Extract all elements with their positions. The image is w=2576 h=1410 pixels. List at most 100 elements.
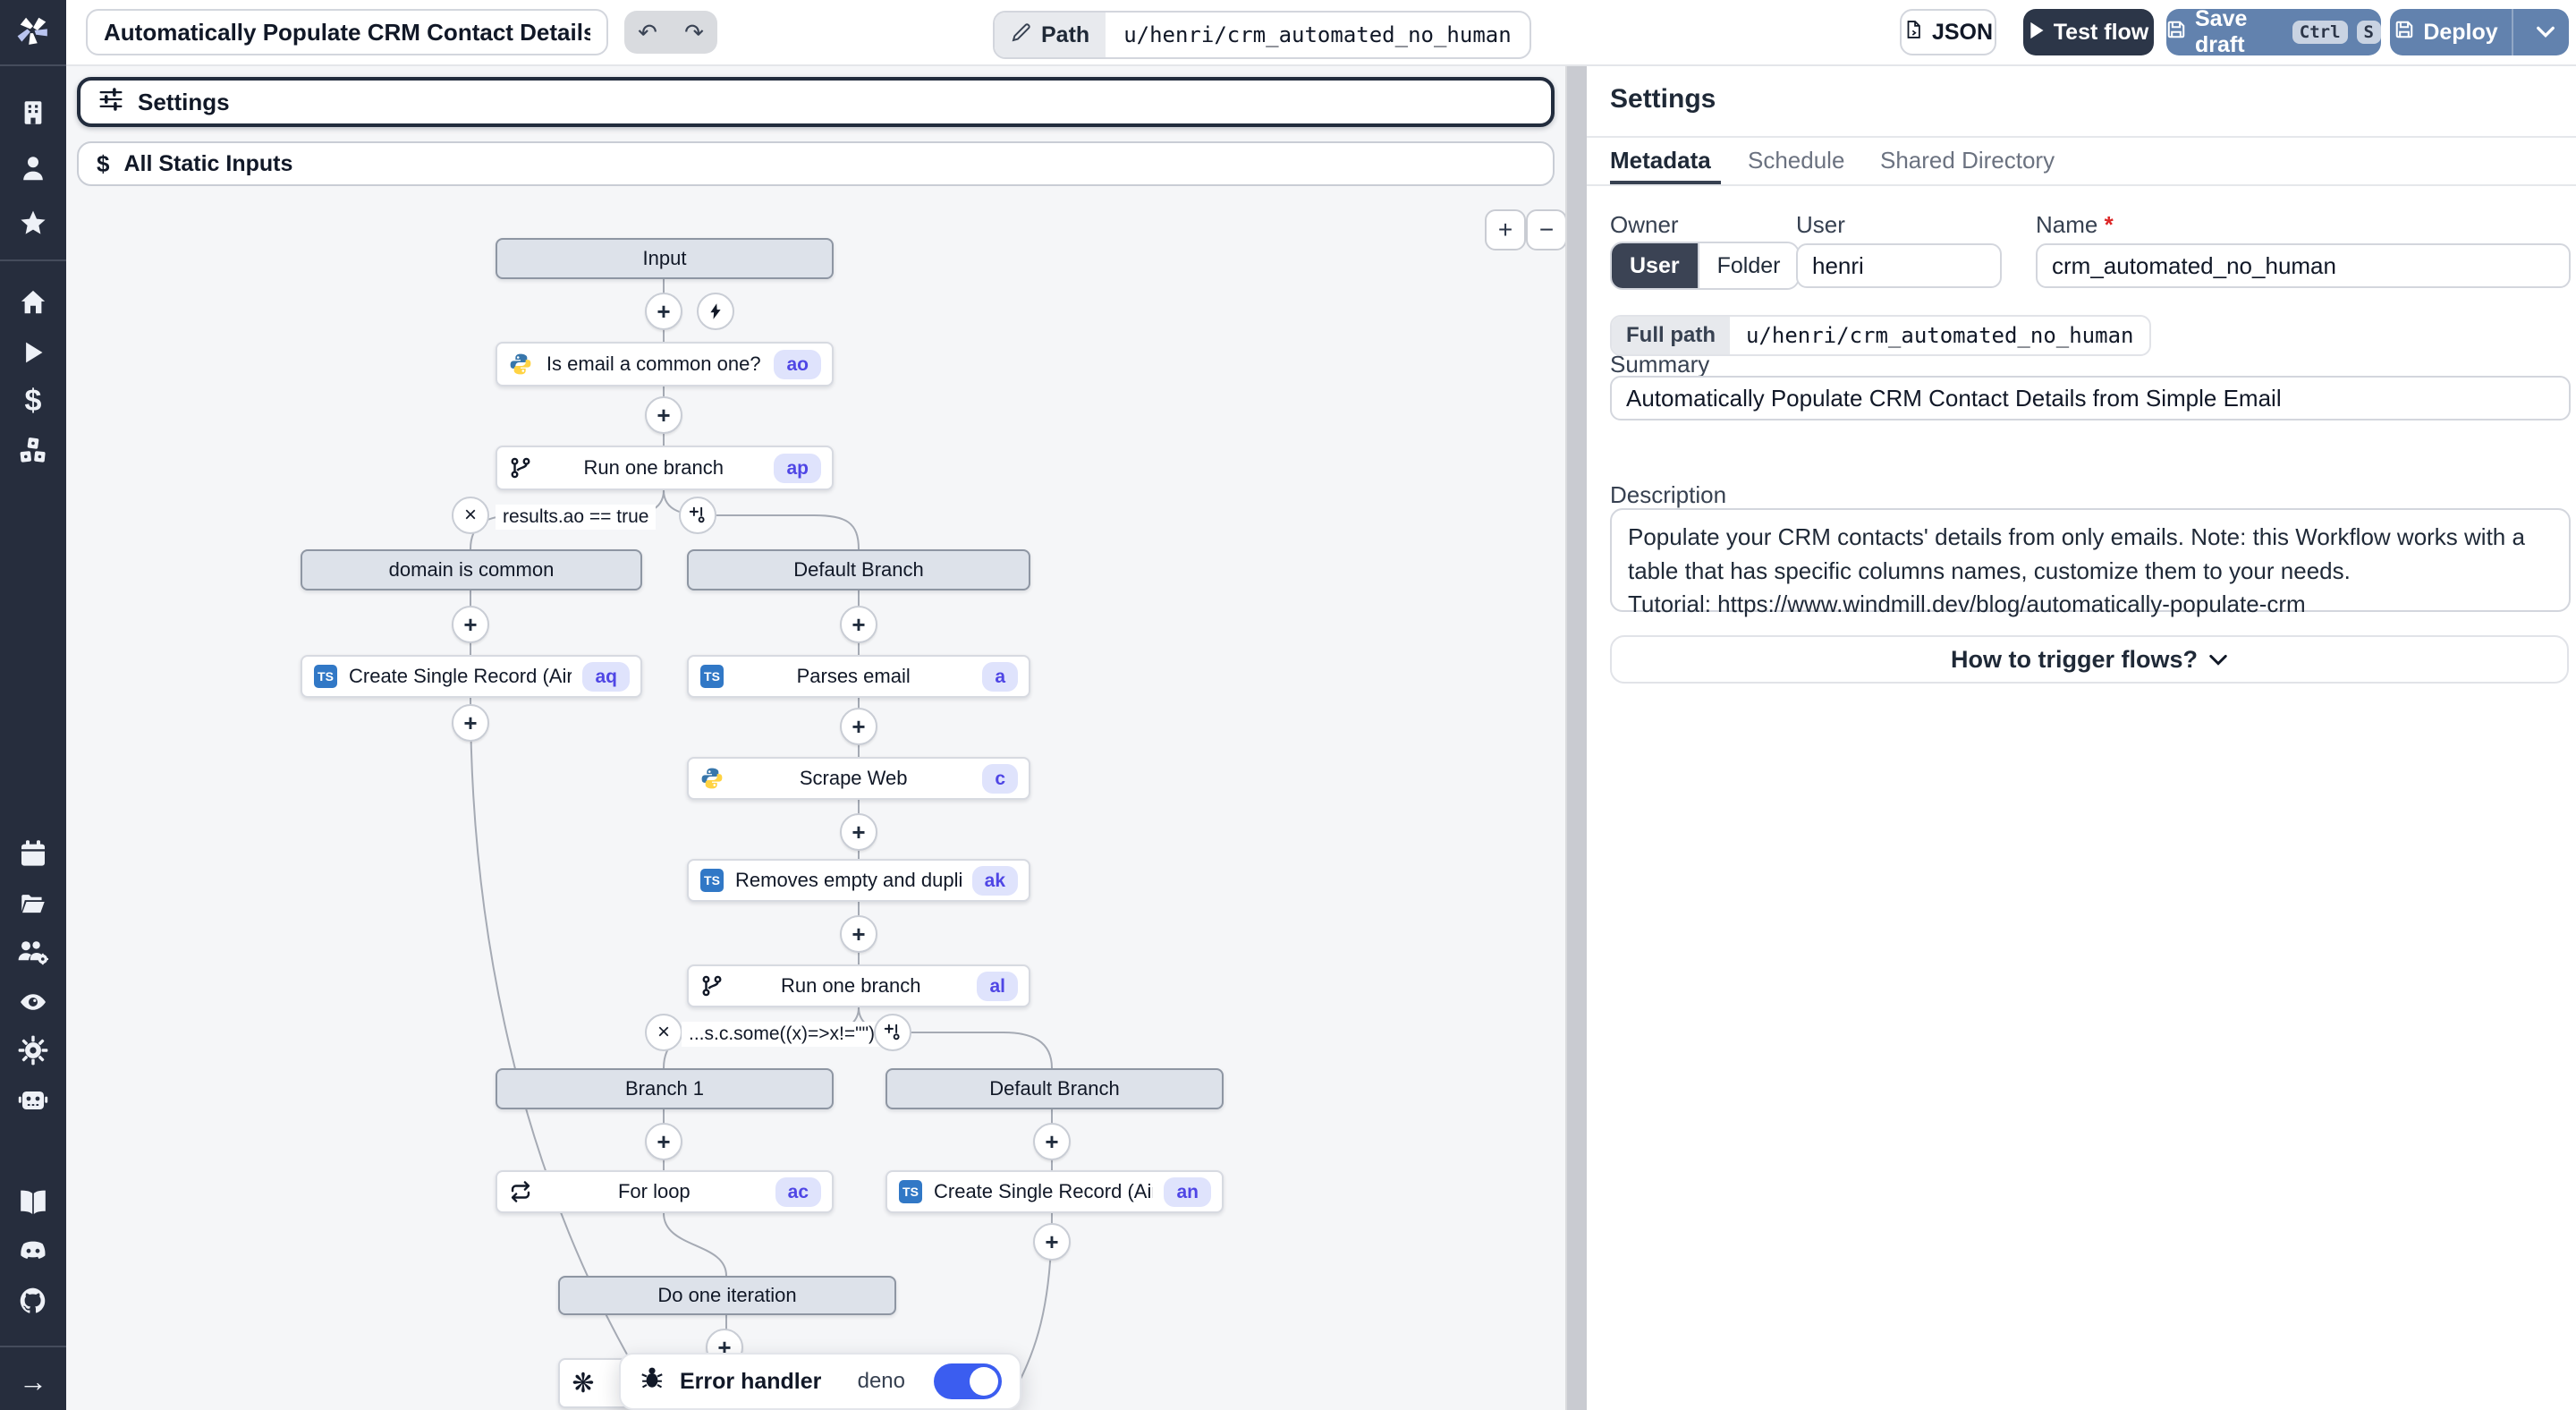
zoom-in-button[interactable]: + (1485, 209, 1526, 251)
path-label: Path (1041, 21, 1090, 47)
pencil-icon (1011, 21, 1032, 49)
flow-node-create-record-right[interactable]: TS Create Single Record (Airtable) an (886, 1170, 1224, 1213)
tab-shared-directory[interactable]: Shared Directory (1880, 147, 2055, 174)
node-id-badge: ac (775, 1176, 821, 1207)
how-to-trigger-flows-button[interactable]: How to trigger flows? (1610, 635, 2569, 684)
sidebar-item-audit-logs[interactable] (0, 990, 66, 1015)
sidebar-item-workspace[interactable] (0, 98, 66, 127)
node-id-badge: ap (774, 453, 821, 483)
flow-node-input[interactable]: Input (496, 238, 834, 279)
divider (1585, 136, 2576, 138)
flow-settings-bar[interactable]: Settings (77, 77, 1555, 127)
deploy-dropdown-button[interactable] (2522, 9, 2569, 55)
flow-node-for-loop[interactable]: For loop ac (496, 1170, 834, 1213)
sidebar-item-github[interactable] (0, 1287, 66, 1315)
sidebar-expand-arrow-icon[interactable]: → (19, 1365, 47, 1397)
sidebar-item-user[interactable] (0, 154, 66, 183)
undo-icon[interactable]: ↶ (638, 19, 657, 46)
flow-node-default-branch-mid[interactable]: Default Branch (886, 1068, 1224, 1109)
node-id-badge: aq (582, 661, 630, 692)
sidebar-item-groups[interactable] (0, 938, 66, 966)
add-step-button[interactable]: + (645, 1123, 682, 1160)
all-static-inputs-bar[interactable]: $ All Static Inputs (77, 141, 1555, 186)
add-step-button[interactable]: + (840, 708, 877, 745)
typescript-icon: TS (699, 869, 724, 892)
sidebar-item-docs[interactable] (0, 1189, 66, 1216)
flow-node-default-branch-top[interactable]: Default Branch (687, 549, 1030, 590)
trigger-bolt-icon[interactable] (697, 293, 734, 330)
sidebar-item-home[interactable] (0, 289, 66, 316)
owner-option-user[interactable]: User (1612, 243, 1698, 288)
json-button[interactable]: JSON (1900, 9, 1996, 55)
sidebar-item-schedules[interactable] (0, 839, 66, 868)
remove-branch-button[interactable]: × (452, 497, 489, 534)
save-draft-button[interactable]: Save draft Ctrl S (2166, 6, 2381, 57)
node-label: For loop (617, 1180, 691, 1202)
sidebar-item-variables[interactable]: $ (24, 384, 42, 418)
flow-node-create-record-left[interactable]: TS Create Single Record (Airtable) aq (301, 655, 642, 698)
add-step-button[interactable]: + (452, 704, 489, 742)
path-value: u/henri/crm_automated_no_human (1123, 22, 1512, 47)
sidebar-item-ai-assistant[interactable] (0, 1086, 66, 1111)
sidebar-item-discord[interactable] (0, 1241, 66, 1264)
deploy-button[interactable]: Deploy (2390, 9, 2569, 55)
error-handler-card[interactable]: Error handler deno (619, 1353, 1021, 1410)
flow-node-parses-email[interactable]: TS Parses email a (687, 655, 1030, 698)
summary-input[interactable] (1610, 376, 2571, 420)
flow-node-email-check[interactable]: Is email a common one? ao (496, 342, 834, 386)
deploy-divider (2512, 9, 2513, 55)
owner-option-folder[interactable]: Folder (1697, 243, 1799, 288)
windmill-logo-icon[interactable] (0, 13, 66, 47)
error-handler-toggle[interactable] (934, 1363, 1002, 1399)
name-label: Name * (2036, 211, 2114, 239)
add-step-button[interactable]: + (1033, 1123, 1071, 1160)
add-step-button[interactable]: + (840, 606, 877, 643)
remove-branch-button[interactable]: × (645, 1014, 682, 1051)
description-textarea[interactable]: Populate your CRM contacts' details from… (1610, 508, 2571, 617)
add-step-button[interactable]: + (645, 293, 682, 330)
sidebar-item-settings[interactable] (0, 1035, 66, 1066)
deploy-label: Deploy (2423, 19, 2498, 45)
branch-condition-label: results.ao == true (496, 505, 657, 530)
add-step-button[interactable]: + (645, 396, 682, 434)
add-branch-button[interactable] (679, 497, 716, 534)
flow-node-removes-empty[interactable]: TS Removes empty and duplicates ak (687, 859, 1030, 902)
flow-node-run-one-branch-top[interactable]: Run one branch ap (496, 446, 834, 490)
sidebar: $ → (0, 0, 66, 1410)
flow-node-scrape-web[interactable]: Scrape Web c (687, 757, 1030, 800)
flow-node-branch-1[interactable]: Branch 1 (496, 1068, 834, 1109)
add-branch-button[interactable] (874, 1014, 911, 1051)
flow-canvas[interactable]: Settings $ All Static Inputs + − Input +… (66, 64, 1565, 1410)
redo-icon[interactable]: ↷ (684, 19, 704, 46)
python-icon (699, 767, 724, 790)
add-step-button[interactable]: + (840, 813, 877, 851)
play-icon (2029, 20, 2045, 46)
sliders-icon (98, 87, 123, 118)
node-label: Create Single Record (Airtable) (934, 1180, 1153, 1202)
node-id-badge: an (1164, 1176, 1211, 1207)
sidebar-item-resources[interactable] (0, 437, 66, 465)
name-label-text: Name (2036, 211, 2098, 238)
zoom-out-button[interactable]: − (1526, 209, 1565, 251)
flow-node-do-one-iteration[interactable]: Do one iteration (558, 1276, 896, 1315)
add-step-button[interactable]: + (452, 606, 489, 643)
add-step-button[interactable]: + (1033, 1223, 1071, 1261)
tab-schedule[interactable]: Schedule (1748, 147, 1845, 174)
name-input[interactable] (2036, 243, 2571, 288)
flow-node-domain-is-common[interactable]: domain is common (301, 549, 642, 590)
path-chip[interactable]: Path u/henri/crm_automated_no_human (993, 11, 1531, 59)
user-input[interactable] (1796, 243, 2002, 288)
sidebar-item-runs[interactable] (0, 339, 66, 366)
test-flow-button[interactable]: Test flow (2023, 9, 2154, 55)
flow-title-input[interactable] (86, 9, 608, 55)
sidebar-item-favorites[interactable] (0, 209, 66, 238)
branch-condition-label: ...s.c.some((x)=>x!="") (682, 1022, 883, 1047)
sidebar-item-folders[interactable] (0, 890, 66, 917)
add-step-button[interactable]: + (840, 915, 877, 953)
save-icon (2394, 20, 2414, 46)
canvas-scrollbar[interactable] (1565, 64, 1587, 1410)
owner-label: Owner (1610, 211, 1679, 238)
tab-metadata[interactable]: Metadata (1610, 147, 1711, 174)
flow-node-run-one-branch-mid[interactable]: Run one branch al (687, 964, 1030, 1007)
dollar-icon: $ (97, 149, 110, 177)
